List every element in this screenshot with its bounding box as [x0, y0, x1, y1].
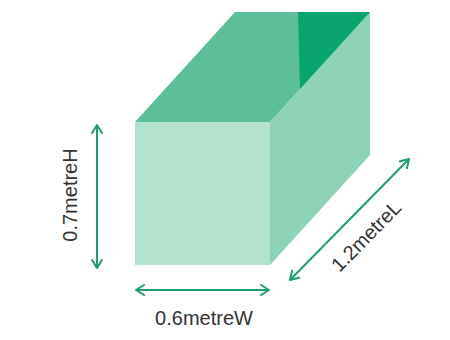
top-opening	[135, 12, 370, 122]
height-arrow	[96, 125, 98, 268]
width-arrow	[136, 289, 269, 291]
inner-wall	[298, 12, 370, 89]
length-arrow	[290, 159, 409, 280]
width-dimension: 0.6metreW	[155, 308, 253, 328]
length-dimension: 1.2metreL	[327, 197, 404, 275]
front-face	[135, 122, 270, 265]
height-dimension: 0.7metreH	[60, 148, 80, 241]
